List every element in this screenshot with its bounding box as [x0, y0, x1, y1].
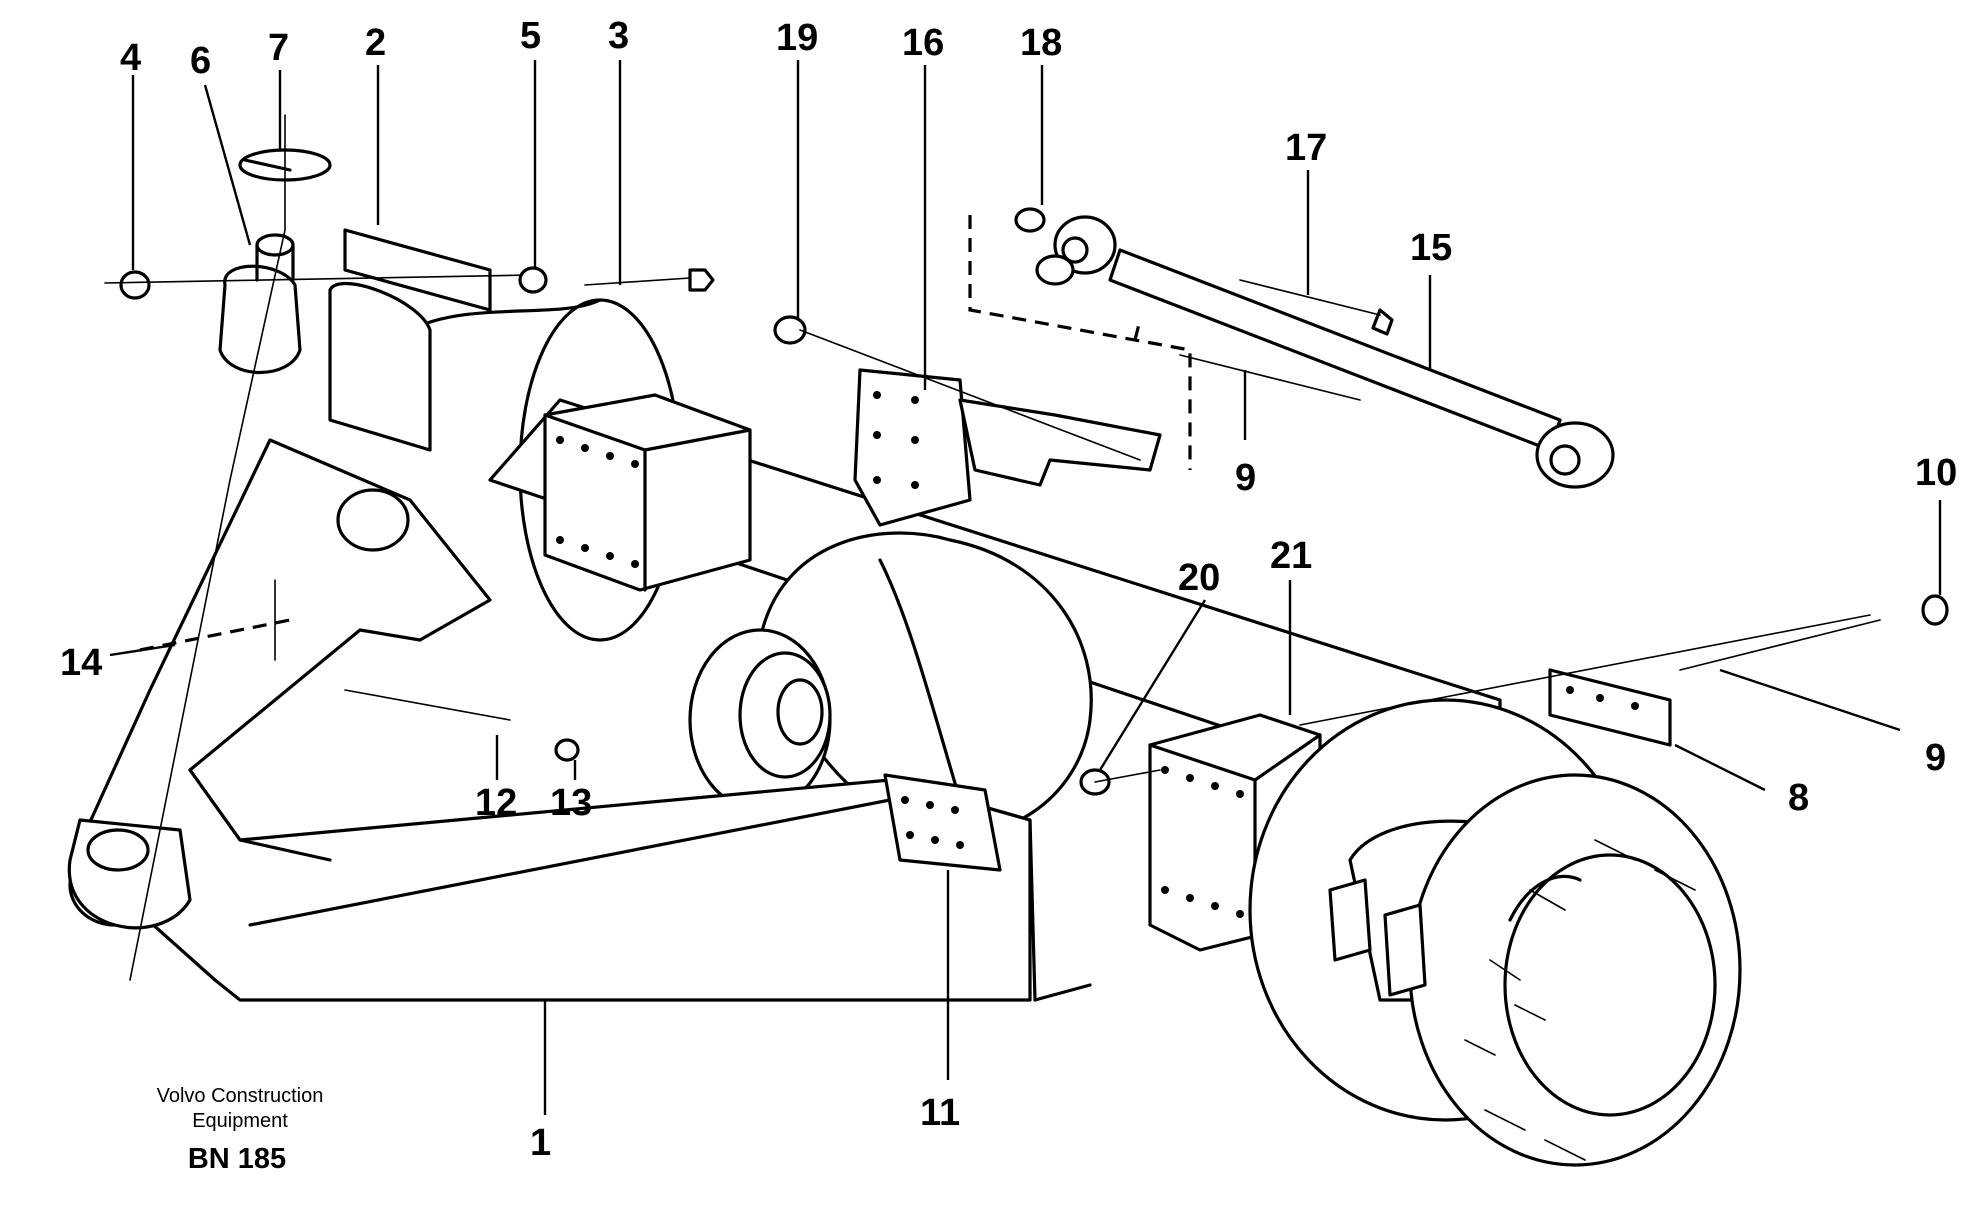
callout-21: 21: [1270, 535, 1312, 577]
a-frame: [67, 438, 1092, 1002]
callout-16: 16: [902, 22, 944, 64]
upper-left-joint: [129, 114, 492, 981]
wheel-hub-right: [1248, 698, 1742, 1167]
callout-labels: 1 2 3 4 5 6 7 8 9 9 10 11 12 13 14 15 16…: [60, 15, 1957, 1164]
callout-17: 17: [1285, 127, 1327, 169]
callout-10: 10: [1915, 452, 1957, 494]
tie-rod-assembly: [773, 207, 1615, 527]
callout-6: 6: [190, 40, 211, 82]
callout-9b: 9: [1925, 737, 1946, 779]
callout-11: 11: [920, 1092, 960, 1134]
callout-5: 5: [520, 15, 541, 57]
callout-15: 15: [1410, 227, 1452, 269]
callout-4: 4: [120, 37, 141, 79]
callout-20: 20: [1178, 557, 1220, 599]
callout-12: 12: [475, 782, 517, 824]
callout-leaders: [109, 60, 1942, 1115]
diagram-code: BN 185: [188, 1143, 286, 1175]
axle-housing: [408, 298, 1502, 952]
callout-13: 13: [550, 782, 592, 824]
caption-line-1: Volvo Construction: [157, 1085, 324, 1107]
left-hardware: [104, 266, 715, 721]
caption-line-2: Equipment: [192, 1110, 288, 1132]
diagram-caption: Volvo Construction Equipment BN 185: [157, 1085, 324, 1175]
callout-8: 8: [1788, 777, 1809, 819]
callout-18: 18: [1020, 22, 1062, 64]
callout-3: 3: [608, 15, 629, 57]
callout-1: 1: [530, 1122, 551, 1164]
callout-7: 7: [268, 27, 289, 69]
callout-14: 14: [60, 642, 102, 684]
callout-2: 2: [365, 22, 386, 64]
callout-9a: 9: [1235, 457, 1256, 499]
callout-19: 19: [776, 17, 818, 59]
right-hardware: [554, 594, 1949, 796]
